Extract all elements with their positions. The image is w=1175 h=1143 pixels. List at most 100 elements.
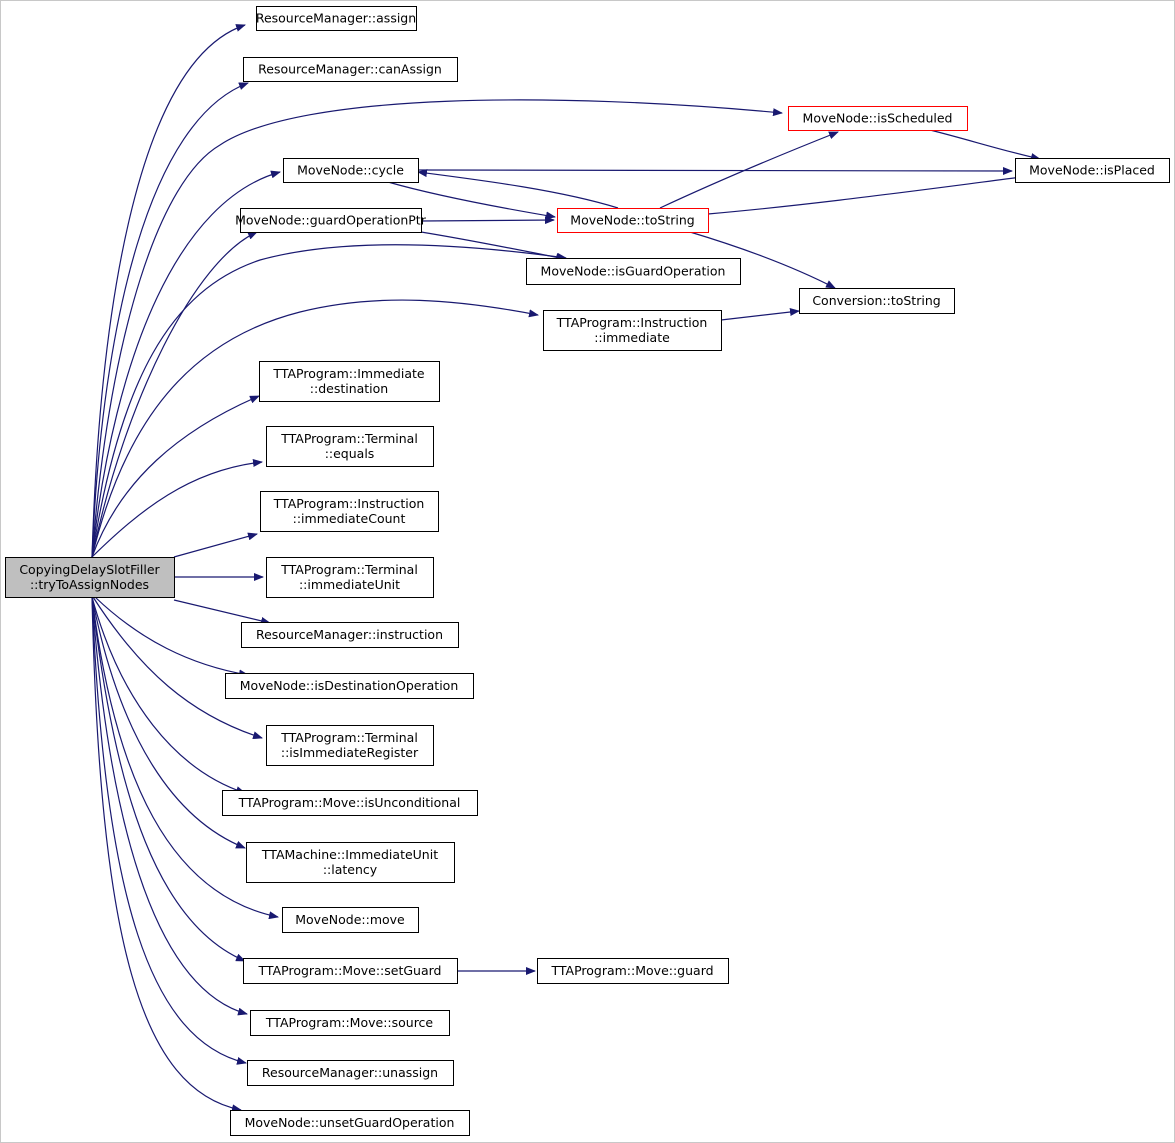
edge-root-to-rm-unassign xyxy=(91,596,247,1065)
node-move-setguard[interactable]: TTAProgram::Move::setGuard xyxy=(243,958,458,984)
node-label: TTAProgram::Instruction xyxy=(556,315,708,330)
edge-root-to-iu-latency xyxy=(91,596,246,849)
edge-root-to-mn-unsetguardop xyxy=(91,596,242,1113)
edge-root-to-rm-canassign xyxy=(91,82,249,558)
node-box xyxy=(247,1060,454,1086)
node-root[interactable]: CopyingDelaySlotFiller::tryToAssignNodes xyxy=(5,557,175,598)
node-label: TTAProgram::Move::source xyxy=(265,1015,434,1030)
node-mn-isguardop[interactable]: MoveNode::isGuardOperation xyxy=(526,258,741,285)
edge-root-to-imm-destination xyxy=(91,395,260,558)
node-label: MoveNode::move xyxy=(295,912,405,927)
edge-mn-tostring-to-mn-isscheduled xyxy=(659,131,839,209)
edge-mn-tostring-to-mn-cycle xyxy=(417,169,619,209)
node-label: Conversion::toString xyxy=(812,293,940,308)
node-label: ::destination xyxy=(310,381,388,396)
edge-mn-isscheduled-to-mn-isplaced xyxy=(929,129,1041,161)
node-box xyxy=(241,622,459,648)
node-label: ResourceManager::assign xyxy=(256,11,416,26)
node-mn-tostring[interactable]: MoveNode::toString xyxy=(557,208,709,233)
node-label: TTAProgram::Terminal xyxy=(280,730,418,745)
node-box xyxy=(230,1110,470,1136)
node-rm-assign[interactable]: ResourceManager::assign xyxy=(256,6,417,31)
edge-root-to-mn-isdestop xyxy=(94,596,249,678)
node-label: TTAProgram::Instruction xyxy=(273,496,425,511)
node-label: TTAProgram::Move::guard xyxy=(550,963,713,978)
node-box xyxy=(557,208,709,233)
node-label: TTAProgram::Immediate xyxy=(272,366,424,381)
node-mn-guardopptr[interactable]: MoveNode::guardOperationPtr xyxy=(235,208,427,233)
node-iu-latency[interactable]: TTAMachine::ImmediateUnit::latency xyxy=(246,842,455,883)
node-box xyxy=(259,361,440,402)
node-label: ::latency xyxy=(323,862,378,877)
edge-root-to-term-equals xyxy=(91,459,263,558)
node-label: ::immediateCount xyxy=(293,511,406,526)
node-move-isuncond[interactable]: TTAProgram::Move::isUnconditional xyxy=(222,790,478,816)
node-box xyxy=(266,426,434,467)
edge-root-to-move-isuncond xyxy=(91,596,246,794)
node-label: MoveNode::toString xyxy=(570,213,694,228)
node-term-equals[interactable]: TTAProgram::Terminal::equals xyxy=(266,426,434,467)
node-box xyxy=(283,158,419,183)
node-label: ResourceManager::instruction xyxy=(256,627,443,642)
edges xyxy=(91,24,1041,1113)
edge-root-to-instr-immcount xyxy=(173,532,258,558)
node-box xyxy=(240,208,422,233)
edge-root-to-mn-isguardop xyxy=(91,244,567,558)
node-box xyxy=(5,557,175,598)
node-term-isimmreg[interactable]: TTAProgram::Terminal::isImmediateRegiste… xyxy=(266,725,434,766)
node-label: TTAProgram::Move::setGuard xyxy=(258,963,442,978)
node-box xyxy=(256,6,417,31)
node-move-source[interactable]: TTAProgram::Move::source xyxy=(250,1010,450,1036)
edge-mn-tostring-to-conv-tostring xyxy=(689,231,836,289)
node-term-immunit[interactable]: TTAProgram::Terminal::immediateUnit xyxy=(266,557,434,598)
edge-root-to-mn-guardopptr xyxy=(91,231,258,558)
node-imm-destination[interactable]: TTAProgram::Immediate::destination xyxy=(259,361,440,402)
node-rm-canassign[interactable]: ResourceManager::canAssign xyxy=(243,57,458,82)
edge-mn-cycle-to-mn-isplaced xyxy=(417,166,1013,175)
node-label: MoveNode::guardOperationPtr xyxy=(235,213,427,228)
node-label: ResourceManager::unassign xyxy=(262,1065,438,1080)
node-label: MoveNode::isDestinationOperation xyxy=(240,678,459,693)
edge-root-to-term-isimmreg xyxy=(92,596,263,740)
node-instr-immediate[interactable]: TTAProgram::Instruction::immediate xyxy=(543,310,722,351)
node-conv-tostring[interactable]: Conversion::toString xyxy=(799,288,955,314)
node-move-guard[interactable]: TTAProgram::Move::guard xyxy=(537,958,729,984)
edge-root-to-rm-instruction xyxy=(173,599,271,625)
node-label: ResourceManager::canAssign xyxy=(258,62,442,77)
node-label: ::equals xyxy=(325,446,375,461)
edge-instr-immediate-to-conv-tostring xyxy=(720,308,800,321)
node-box xyxy=(246,842,455,883)
node-label: MoveNode::unsetGuardOperation xyxy=(245,1115,455,1130)
node-mn-cycle[interactable]: MoveNode::cycle xyxy=(283,158,419,183)
edge-mn-guardopptr-to-mn-isguardop xyxy=(420,231,566,262)
node-box xyxy=(543,310,722,351)
node-mn-move[interactable]: MoveNode::move xyxy=(282,907,419,933)
edge-root-to-mn-isscheduled xyxy=(91,99,783,558)
node-box xyxy=(260,491,439,532)
nodes: CopyingDelaySlotFiller::tryToAssignNodes… xyxy=(5,6,1170,1136)
node-label: ::tryToAssignNodes xyxy=(30,577,149,592)
node-mn-isplaced[interactable]: MoveNode::isPlaced xyxy=(1015,158,1170,183)
node-rm-unassign[interactable]: ResourceManager::unassign xyxy=(247,1060,454,1086)
node-label: TTAMachine::ImmediateUnit xyxy=(261,847,438,862)
node-mn-isscheduled[interactable]: MoveNode::isScheduled xyxy=(788,106,968,131)
node-box xyxy=(250,1010,450,1036)
node-instr-immcount[interactable]: TTAProgram::Instruction::immediateCount xyxy=(260,491,439,532)
node-rm-instruction[interactable]: ResourceManager::instruction xyxy=(241,622,459,648)
edge-root-to-move-source xyxy=(91,596,248,1016)
node-box xyxy=(537,958,729,984)
node-mn-unsetguardop[interactable]: MoveNode::unsetGuardOperation xyxy=(230,1110,470,1136)
node-box xyxy=(243,57,458,82)
node-box xyxy=(222,790,478,816)
edge-root-to-move-setguard xyxy=(91,596,246,962)
node-label: TTAProgram::Terminal xyxy=(280,562,418,577)
node-label: ::immediate xyxy=(594,330,670,345)
node-label: MoveNode::cycle xyxy=(297,163,404,178)
edge-mn-guardopptr-to-mn-tostring xyxy=(420,216,555,225)
node-box xyxy=(788,106,968,131)
node-label: ::isImmediateRegister xyxy=(281,745,419,760)
node-box xyxy=(243,958,458,984)
node-mn-isdestop[interactable]: MoveNode::isDestinationOperation xyxy=(225,673,474,699)
edge-root-to-instr-immediate xyxy=(91,299,539,558)
